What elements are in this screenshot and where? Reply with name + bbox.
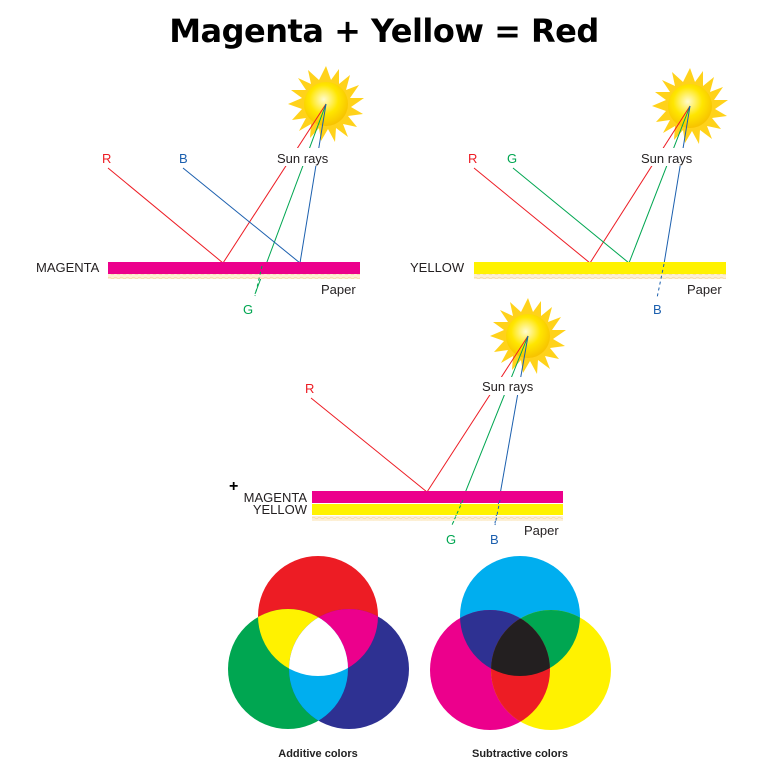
paper-label: Paper	[524, 523, 559, 538]
sun-rays-label: Sun rays	[641, 151, 693, 166]
sun-rays-label: Sun rays	[482, 379, 534, 394]
absorbed-b-label: B	[490, 532, 499, 547]
incoming-blue-ray	[299, 103, 327, 264]
paper-label: Paper	[687, 282, 722, 297]
reflected-red-ray	[473, 167, 591, 264]
magenta-layer-label: MAGENTA	[36, 260, 100, 275]
page-title: Magenta + Yellow = Red	[169, 12, 599, 50]
reflected-r-label: R	[468, 151, 477, 166]
yellow-layer-label: YELLOW	[410, 260, 465, 275]
paper-layer	[312, 516, 563, 521]
reflected-b-label: B	[179, 151, 188, 166]
plus-sign: +	[229, 478, 238, 495]
incoming-red-ray	[222, 103, 327, 264]
reflected-blue-ray	[182, 167, 301, 264]
magenta-layer-label: MAGENTA	[244, 490, 308, 505]
combined-panel: R Sun rays + MAGENTA YELLOW Paper G B	[229, 298, 566, 547]
sun-rays-label: Sun rays	[277, 151, 329, 166]
reflected-green-ray	[512, 167, 630, 264]
additive-caption: Additive colors	[278, 748, 357, 760]
incoming-red-ray	[589, 105, 691, 264]
absorbed-g-label: G	[446, 532, 456, 547]
yellow-layer	[474, 262, 726, 274]
absorbed-g-label: G	[243, 302, 253, 317]
magenta-layer	[108, 262, 360, 274]
absorbed-blue-ray	[494, 499, 501, 526]
incoming-green-ray	[628, 105, 691, 264]
incoming-red-ray	[426, 335, 529, 493]
reflected-r-label: R	[102, 151, 111, 166]
absorbed-b-label: B	[653, 302, 662, 317]
incoming-blue-ray	[663, 105, 691, 265]
reflected-r-label: R	[305, 381, 314, 396]
absorbed-green-ray	[451, 499, 464, 526]
paper-layer	[474, 274, 726, 279]
paper-layer	[108, 274, 360, 279]
magenta-layer	[312, 491, 563, 503]
reflected-g-label: G	[507, 151, 517, 166]
additive-color-wheel: Additive colors	[228, 556, 409, 760]
reflected-red-ray	[107, 167, 224, 264]
yellow-panel: R G Sun rays YELLOW Paper B	[410, 68, 728, 317]
black-overlap	[491, 610, 550, 676]
paper-label: Paper	[321, 282, 356, 297]
reflected-red-ray	[310, 397, 428, 493]
yellow-layer-label: YELLOW	[253, 502, 308, 517]
magenta-panel: R B Sun rays MAGENTA Paper G	[36, 66, 364, 317]
subtractive-color-wheel: Subtractive colors	[430, 556, 611, 760]
white-overlap	[289, 609, 348, 676]
yellow-layer	[312, 504, 563, 515]
subtractive-caption: Subtractive colors	[472, 748, 568, 760]
absorbed-green-ray	[254, 265, 263, 297]
